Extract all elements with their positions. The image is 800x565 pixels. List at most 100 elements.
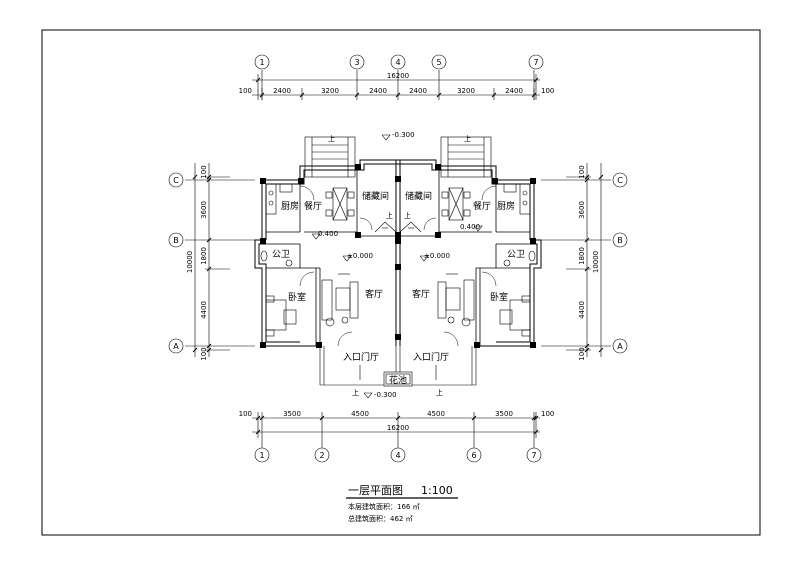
room-bedroom-right: 卧室 <box>490 291 508 303</box>
axis-left-b: B <box>173 236 179 245</box>
door-swings <box>299 185 497 347</box>
top-dim-1: 100 <box>239 87 252 95</box>
left-dimension-ticks <box>192 174 212 353</box>
central-stair <box>374 221 422 233</box>
left-dim-1: 100 <box>200 165 208 178</box>
up-mark-4: 上 <box>436 388 443 397</box>
bottom-dim-4: 4500 <box>427 410 445 418</box>
right-axis-bubbles <box>612 172 628 354</box>
left-dim-2: 3600 <box>200 201 208 219</box>
bottom-axis-bubbles <box>254 447 542 463</box>
floor-area-text: 本层建筑面积：166 ㎡ <box>348 502 420 511</box>
entry-porches <box>319 346 477 387</box>
room-dining-right: 餐厅 <box>473 200 491 212</box>
room-kitchen-right: 厨房 <box>497 200 515 212</box>
room-kitchen-left: 厨房 <box>281 200 299 212</box>
up-mark-5: 上 <box>386 211 393 220</box>
axis-right-a: A <box>617 342 623 351</box>
axis-bottom-1: 1 <box>259 451 264 460</box>
bottom-dimension-lines <box>252 412 540 448</box>
exterior-walls <box>254 159 542 347</box>
axis-right-b: B <box>617 236 623 245</box>
living-furniture-left <box>321 273 359 327</box>
up-mark-1: 上 <box>328 134 335 143</box>
left-dim-4: 4400 <box>200 301 208 319</box>
left-dim-5: 100 <box>200 347 208 360</box>
room-living-left: 客厅 <box>365 288 383 300</box>
level-floor-right: ±0.000 <box>424 252 450 260</box>
left-axis-bubbles <box>168 172 184 354</box>
wc-fixtures <box>260 250 536 267</box>
axis-left-c: C <box>173 176 179 185</box>
left-dimension-lines <box>185 163 255 357</box>
top-dim-3: 3200 <box>321 87 339 95</box>
bottom-dim-5: 3500 <box>495 410 513 418</box>
level-dining-right: 0.400 <box>460 223 480 231</box>
axis-top-1: 1 <box>259 58 264 67</box>
room-entry-right: 入口门厅 <box>413 351 449 363</box>
level-bottom: -0.300 <box>374 391 397 399</box>
axis-bottom-4: 6 <box>471 451 476 460</box>
right-dimension-ticks <box>584 174 604 353</box>
right-dim-1: 100 <box>578 165 586 178</box>
axis-top-3: 4 <box>395 58 400 67</box>
left-total-dimension: 10000 <box>186 251 194 273</box>
top-axis-bubbles <box>254 54 544 70</box>
room-living-right: 客厅 <box>412 288 430 300</box>
drawing-scale: 1:100 <box>421 484 453 497</box>
right-total-dimension: 10000 <box>592 251 600 273</box>
bottom-dim-2: 3500 <box>283 410 301 418</box>
axis-top-5: 7 <box>533 58 538 67</box>
room-storage-left: 储藏间 <box>362 190 389 202</box>
right-dim-4: 4400 <box>578 301 586 319</box>
level-top: -0.300 <box>392 131 415 139</box>
right-dimension-lines <box>541 163 611 357</box>
axis-bottom-2: 2 <box>319 451 324 460</box>
room-wc-right: 公卫 <box>507 249 525 260</box>
drawing-frame <box>41 29 761 536</box>
axis-bottom-3: 4 <box>395 451 400 460</box>
bottom-dim-3: 4500 <box>351 410 369 418</box>
top-total-dimension: 16200 <box>387 72 409 80</box>
top-dim-7: 2400 <box>505 87 523 95</box>
right-dim-2: 3600 <box>578 201 586 219</box>
room-dining-left: 餐厅 <box>304 200 322 212</box>
room-storage-right: 储藏间 <box>405 190 432 202</box>
top-dim-4: 2400 <box>369 87 387 95</box>
drawing-title: 一层平面图 <box>348 484 403 497</box>
planter-label: 花池 <box>389 374 407 386</box>
interior-walls <box>266 170 530 346</box>
top-dimension-ticks <box>255 77 539 98</box>
axis-top-2: 3 <box>354 58 359 67</box>
up-mark-3: 上 <box>352 388 359 397</box>
structural-columns <box>260 164 536 348</box>
top-dim-5: 2400 <box>409 87 427 95</box>
kitchen-fixtures <box>265 183 531 215</box>
bottom-total-dimension: 16200 <box>387 424 409 432</box>
up-mark-6: 上 <box>404 211 411 220</box>
right-dim-5: 100 <box>578 347 586 360</box>
level-triangles <box>311 134 483 399</box>
room-wc-left: 公卫 <box>272 249 290 260</box>
axis-bottom-5: 7 <box>531 451 536 460</box>
room-bedroom-left: 卧室 <box>288 291 306 303</box>
right-dim-3: 1800 <box>578 247 586 265</box>
left-dim-3: 1800 <box>200 247 208 265</box>
rear-steps <box>304 136 492 178</box>
bedroom-furniture-left <box>265 295 297 337</box>
living-furniture-right <box>437 273 475 327</box>
axis-top-4: 5 <box>436 58 441 67</box>
bottom-dim-1: 100 <box>239 410 252 418</box>
top-dim-2: 2400 <box>273 87 291 95</box>
top-dim-8: 100 <box>541 87 554 95</box>
room-entry-left: 入口门厅 <box>343 351 379 363</box>
dining-table-left <box>325 187 355 221</box>
level-floor-left: ±0.000 <box>347 252 373 260</box>
axis-left-a: A <box>173 342 179 351</box>
up-mark-2: 上 <box>464 134 471 143</box>
top-dim-6: 3200 <box>457 87 475 95</box>
bottom-dim-6: 100 <box>541 410 554 418</box>
bedroom-furniture-right <box>499 295 531 337</box>
total-area-text: 总建筑面积：462 ㎡ <box>348 514 413 523</box>
dining-table-right <box>441 187 471 221</box>
